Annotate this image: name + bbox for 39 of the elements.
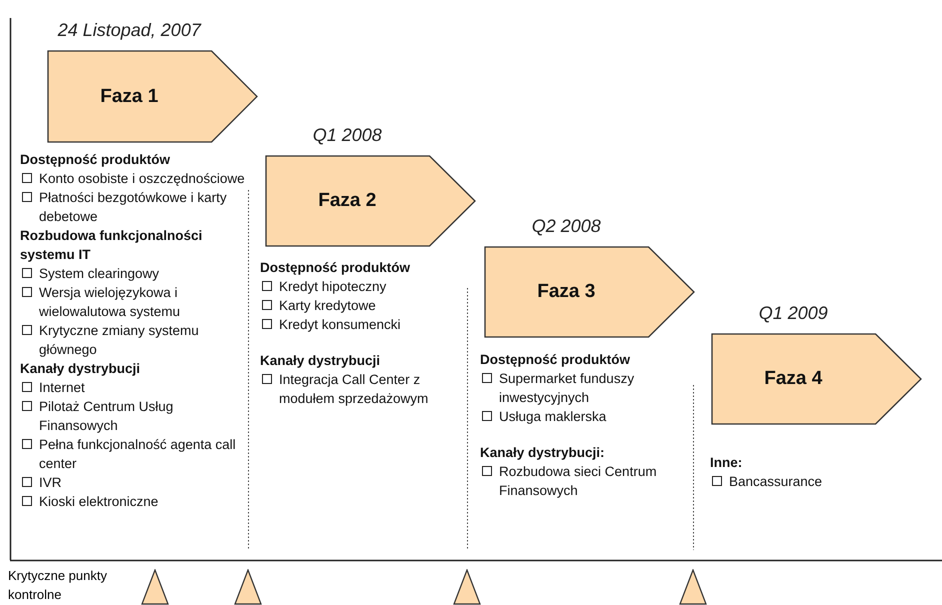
milestone-triangle	[234, 569, 262, 605]
date-label: Q1 2009	[758, 303, 828, 324]
section-heading: Kanały dystrybucji	[20, 360, 142, 378]
list-item: System clearingowy	[39, 265, 160, 283]
section-heading: Inne:	[710, 454, 744, 472]
phase-pentagon: Faza 4	[711, 333, 922, 425]
phase-pentagon: Faza 2	[265, 155, 476, 247]
date-label: 24 Listopad, 2007	[58, 20, 201, 41]
section-heading: Dostępność produktów	[480, 351, 632, 369]
milestone-triangle	[679, 569, 707, 605]
list-item: Płatności bezgotówkowe i karty debetowe	[39, 189, 228, 226]
axis-label: Krytyczne punkty kontrolne	[8, 567, 108, 604]
section-heading: Rozbudowa funkcjonalności systemu IT	[20, 227, 204, 264]
list-item: Bancassurance	[729, 473, 822, 491]
list-item: Pilotaż Centrum Usług Finansowych	[39, 398, 174, 435]
list-item: Kioski elektroniczne	[39, 493, 158, 511]
phase-pentagon: Faza 1	[47, 50, 258, 143]
list-item: Integracja Call Center z modułem sprzedażowym	[279, 371, 430, 408]
section-heading: Dostępność produktów	[20, 151, 172, 169]
list-item: Krytyczne zmiany systemu głównego	[39, 322, 200, 359]
list-item: Kredyt hipoteczny	[279, 278, 386, 296]
section-heading: Kanały dystrybucji:	[480, 444, 606, 462]
date-label: Q1 2008	[312, 125, 382, 146]
list-item: Karty kredytowe	[279, 297, 376, 315]
list-item: Supermarket funduszy inwestycyjnych	[499, 370, 636, 407]
milestone-triangle	[141, 569, 169, 605]
list-item: Kredyt konsumencki	[279, 316, 401, 334]
milestone-triangle	[453, 569, 481, 605]
list-item: IVR	[39, 474, 62, 492]
list-item: Pełna funkcjonalność agenta call center	[39, 436, 237, 473]
phase-pentagon: Faza 3	[484, 246, 695, 338]
section-heading: Dostępność produktów	[260, 259, 412, 277]
date-label: Q2 2008	[532, 216, 601, 237]
list-item: Rozbudowa sieci Centrum Finansowych	[499, 463, 658, 500]
list-item: Wersja wielojęzykowa i wielowalutowa systemu	[39, 284, 182, 321]
section-heading: Kanały dystrybucji	[260, 352, 382, 370]
list-item: Internet	[39, 379, 85, 397]
list-item: Konto osobiste i oszczędnościowe	[39, 170, 245, 188]
list-item: Usługa maklerska	[499, 408, 606, 426]
